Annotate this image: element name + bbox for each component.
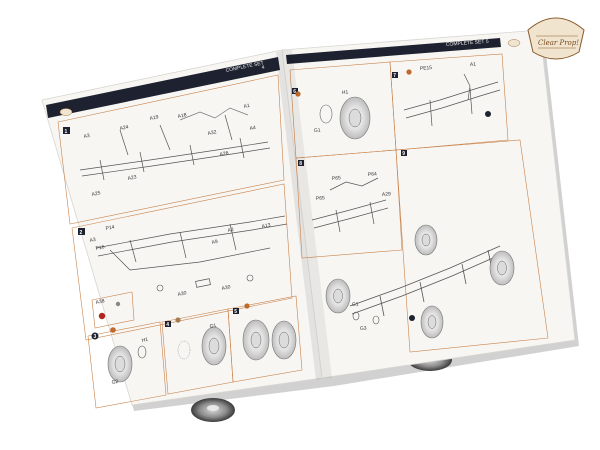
part-label: A24 bbox=[119, 124, 129, 132]
part-label: P64 bbox=[368, 171, 378, 178]
chassis-frame-drawing bbox=[79, 107, 271, 181]
right-page-header-band bbox=[286, 38, 501, 64]
brand-logo: Clear Prop! bbox=[527, 17, 585, 60]
right-page-header-text: COMPLETE SET bbox=[446, 39, 485, 48]
step-number-badge bbox=[91, 332, 99, 340]
step-panel-2: 2 A3 A30 P14 P16 A9 A13 A2 A30 bbox=[71, 183, 293, 341]
step-number: 9 bbox=[402, 151, 405, 157]
wheel-drawing bbox=[107, 345, 147, 383]
part-circle-marker bbox=[98, 312, 106, 320]
left-header-logo bbox=[59, 108, 73, 116]
step-number: 1 bbox=[65, 129, 68, 135]
right-page-number: 5 bbox=[486, 39, 489, 45]
part-label: A3 bbox=[83, 133, 90, 140]
part-label: A30 bbox=[177, 290, 187, 298]
brand-logo-text: Clear Prop! bbox=[538, 39, 579, 47]
part-circle-marker bbox=[115, 301, 121, 307]
part-label: A3 bbox=[89, 237, 96, 244]
step-number-box bbox=[298, 160, 304, 166]
colour-callout-dot bbox=[295, 91, 301, 97]
part-label: A26 bbox=[219, 150, 229, 158]
part-label: A30 bbox=[221, 284, 231, 292]
right-header-logo bbox=[507, 39, 521, 47]
part-label: P14 bbox=[105, 224, 115, 232]
left-page-number: 4 bbox=[261, 64, 265, 70]
part-label: P65 bbox=[332, 175, 342, 182]
full-chassis-drawing bbox=[349, 245, 503, 317]
part-circle-marker bbox=[246, 274, 254, 282]
wheel-set-drawing bbox=[325, 224, 515, 339]
part-label: G1 bbox=[314, 127, 321, 134]
part-label: G3 bbox=[360, 325, 367, 332]
part-label: A29 bbox=[382, 191, 392, 198]
step-number: 6 bbox=[293, 89, 296, 95]
part-label: H1 bbox=[141, 337, 149, 344]
colour-callout-dot bbox=[175, 317, 181, 323]
part-label: A13 bbox=[261, 222, 271, 230]
colour-callout-dot bbox=[406, 69, 412, 75]
part-label: A32 bbox=[207, 129, 217, 137]
step-number: 4 bbox=[166, 322, 169, 328]
cd-disc-left bbox=[191, 398, 235, 422]
step-number-box bbox=[401, 150, 407, 156]
wheel-drawing bbox=[319, 96, 371, 140]
step-number: 2 bbox=[80, 230, 83, 236]
step-number: 3 bbox=[94, 334, 97, 340]
frame-detail-drawing bbox=[403, 73, 501, 127]
chassis-rear-drawing bbox=[311, 177, 389, 233]
part-label: P16 bbox=[95, 244, 105, 252]
step-panel-a38-inset: A38 bbox=[91, 291, 135, 329]
part-label: A38 bbox=[95, 298, 105, 306]
part-label: A23 bbox=[127, 174, 137, 182]
part-label: PE15 bbox=[420, 65, 433, 72]
part-label: P65 bbox=[316, 195, 326, 202]
part-label: A2 bbox=[227, 227, 234, 234]
chassis-assembly-drawing bbox=[95, 215, 288, 288]
part-circle-marker bbox=[156, 284, 164, 292]
part-label: G1 bbox=[209, 323, 217, 330]
part-label: A1 bbox=[470, 62, 477, 68]
part-label: A9 bbox=[211, 239, 218, 246]
right-page-spine-shadow bbox=[282, 50, 332, 378]
right-page: COMPLETE SET 5 6 H1 G1 7 bbox=[281, 29, 576, 379]
part-label: A18 bbox=[177, 112, 187, 120]
part-label: A25 bbox=[91, 190, 101, 198]
step-number-badge bbox=[485, 111, 491, 117]
step-number-box bbox=[292, 88, 298, 94]
step-panel-5: 5 bbox=[227, 295, 303, 383]
part-label: G2 bbox=[111, 379, 119, 386]
step-number-badge bbox=[409, 315, 415, 321]
wheel-pair-drawing bbox=[242, 319, 297, 361]
step-number-box bbox=[165, 321, 171, 327]
part-label: A19 bbox=[149, 114, 159, 122]
step-panel-7: 7 PE15 A1 bbox=[389, 53, 509, 151]
step-panel-6: 6 H1 G1 bbox=[289, 61, 397, 159]
colour-callout-dot bbox=[110, 327, 116, 333]
step-panel-1: 1 A3 A1 A24 A18 A19 A32 A26 A25 A23 bbox=[57, 74, 285, 225]
part-label: H1 bbox=[342, 89, 349, 96]
step-number-box bbox=[233, 308, 239, 314]
part-label: G1 bbox=[352, 301, 359, 308]
left-page-header-band bbox=[46, 57, 280, 118]
step-panel-3: 3 H1 G2 bbox=[87, 321, 167, 409]
left-page: COMPLETE SET 4 1 A3 A1 A24 A18 bbox=[41, 49, 324, 409]
step-panel-8: 8 P65 P64 A29 P65 bbox=[295, 149, 403, 259]
part-label: A1 bbox=[243, 103, 250, 110]
step-number: 5 bbox=[234, 309, 237, 315]
step-number-box bbox=[63, 127, 70, 134]
step-panel-9: 9 G1 G3 bbox=[325, 139, 549, 353]
step-number-box bbox=[78, 228, 85, 235]
colour-callout-dot bbox=[244, 303, 250, 309]
step-number-box bbox=[392, 72, 398, 78]
step-number: 8 bbox=[299, 161, 302, 167]
part-label: A4 bbox=[249, 125, 256, 132]
step-number: 7 bbox=[393, 73, 396, 79]
wheel-drawing bbox=[177, 326, 227, 366]
